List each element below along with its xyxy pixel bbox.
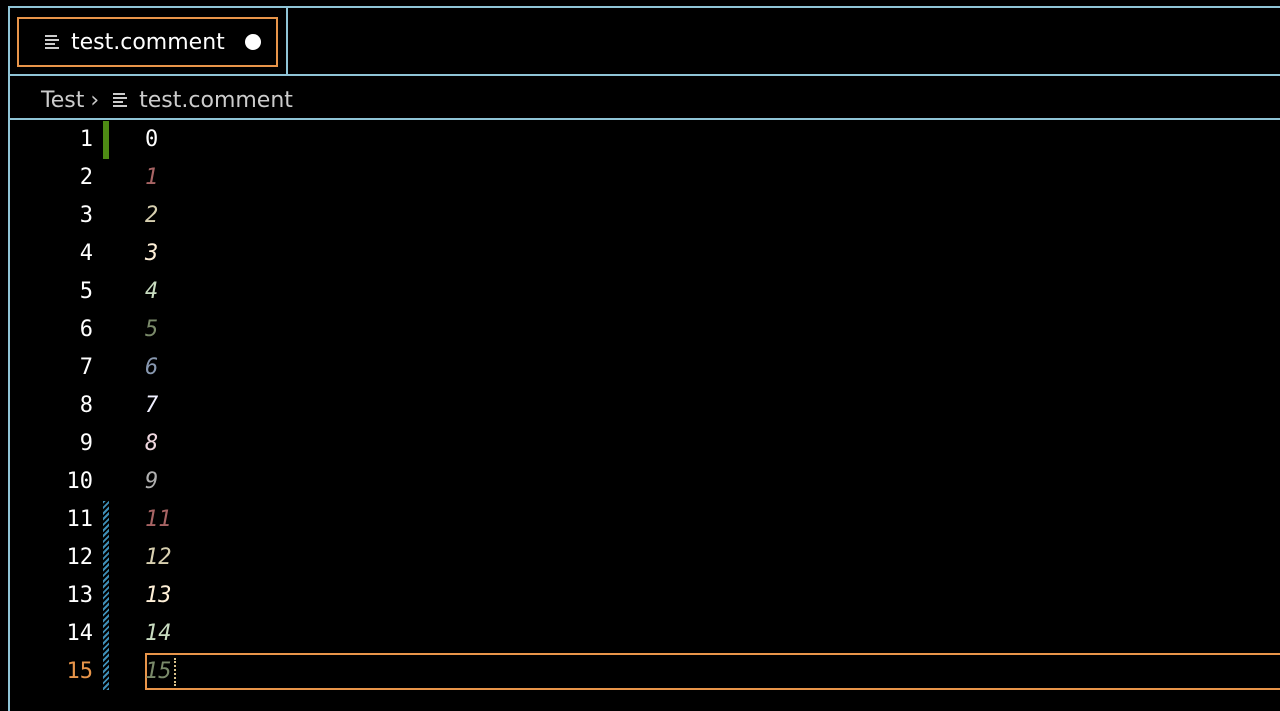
line-text: 4 bbox=[145, 279, 159, 304]
text-cursor bbox=[174, 658, 176, 686]
line-number: 6 bbox=[79, 317, 93, 342]
chevron-right-icon: › bbox=[90, 87, 100, 113]
line-number: 11 bbox=[66, 507, 94, 532]
editor-tab[interactable]: test.comment bbox=[17, 17, 278, 67]
line-number: 7 bbox=[79, 355, 93, 380]
code-line[interactable]: 11 11 bbox=[0, 501, 1280, 539]
line-number: 12 bbox=[66, 545, 94, 570]
line-text: 12 bbox=[145, 545, 172, 570]
line-text: 7 bbox=[145, 393, 159, 418]
line-text: 5 bbox=[145, 317, 159, 342]
breadcrumb-bottom-border bbox=[8, 118, 1280, 120]
line-number: 13 bbox=[66, 583, 94, 608]
code-line[interactable]: 10 9 bbox=[0, 463, 1280, 501]
tabbar-bottom-border bbox=[8, 74, 1280, 76]
window-left-border bbox=[8, 6, 10, 711]
line-text: 1 bbox=[145, 165, 159, 190]
line-number: 5 bbox=[79, 279, 93, 304]
line-text: 13 bbox=[145, 583, 172, 608]
tab-label: test.comment bbox=[71, 29, 225, 55]
breadcrumb: Test › test.comment bbox=[41, 84, 293, 116]
breadcrumb-file[interactable]: test.comment bbox=[139, 87, 293, 113]
current-line-highlight bbox=[145, 653, 1280, 690]
code-line[interactable]: 14 14 bbox=[0, 615, 1280, 653]
line-text: 9 bbox=[145, 469, 159, 494]
tab-right-border bbox=[286, 6, 288, 76]
line-number: 4 bbox=[79, 241, 93, 266]
line-number: 14 bbox=[66, 621, 94, 646]
line-number: 2 bbox=[79, 165, 93, 190]
file-lines-icon bbox=[113, 93, 128, 107]
line-text: 14 bbox=[145, 621, 172, 646]
line-text: 15 bbox=[145, 659, 172, 684]
code-line[interactable]: 12 12 bbox=[0, 539, 1280, 577]
gutter-modified-indicator[interactable] bbox=[103, 501, 109, 690]
line-text: 0 bbox=[145, 127, 159, 152]
unsaved-dot-icon[interactable] bbox=[244, 34, 261, 50]
line-number: 9 bbox=[79, 431, 93, 456]
line-number: 3 bbox=[79, 203, 93, 228]
gutter-added-indicator[interactable] bbox=[103, 121, 109, 159]
line-text: 3 bbox=[145, 241, 159, 266]
line-text: 6 bbox=[145, 355, 159, 380]
tabbar-top-border bbox=[8, 6, 1280, 8]
line-text: 11 bbox=[145, 507, 172, 532]
line-text: 2 bbox=[145, 203, 159, 228]
breadcrumb-folder[interactable]: Test bbox=[41, 87, 85, 113]
line-number: 1 bbox=[79, 127, 93, 152]
line-number: 15 bbox=[66, 659, 94, 684]
code-line[interactable]: 13 13 bbox=[0, 577, 1280, 615]
line-number: 10 bbox=[66, 469, 94, 494]
line-text: 8 bbox=[145, 431, 159, 456]
file-lines-icon bbox=[45, 35, 59, 49]
line-number: 8 bbox=[79, 393, 93, 418]
